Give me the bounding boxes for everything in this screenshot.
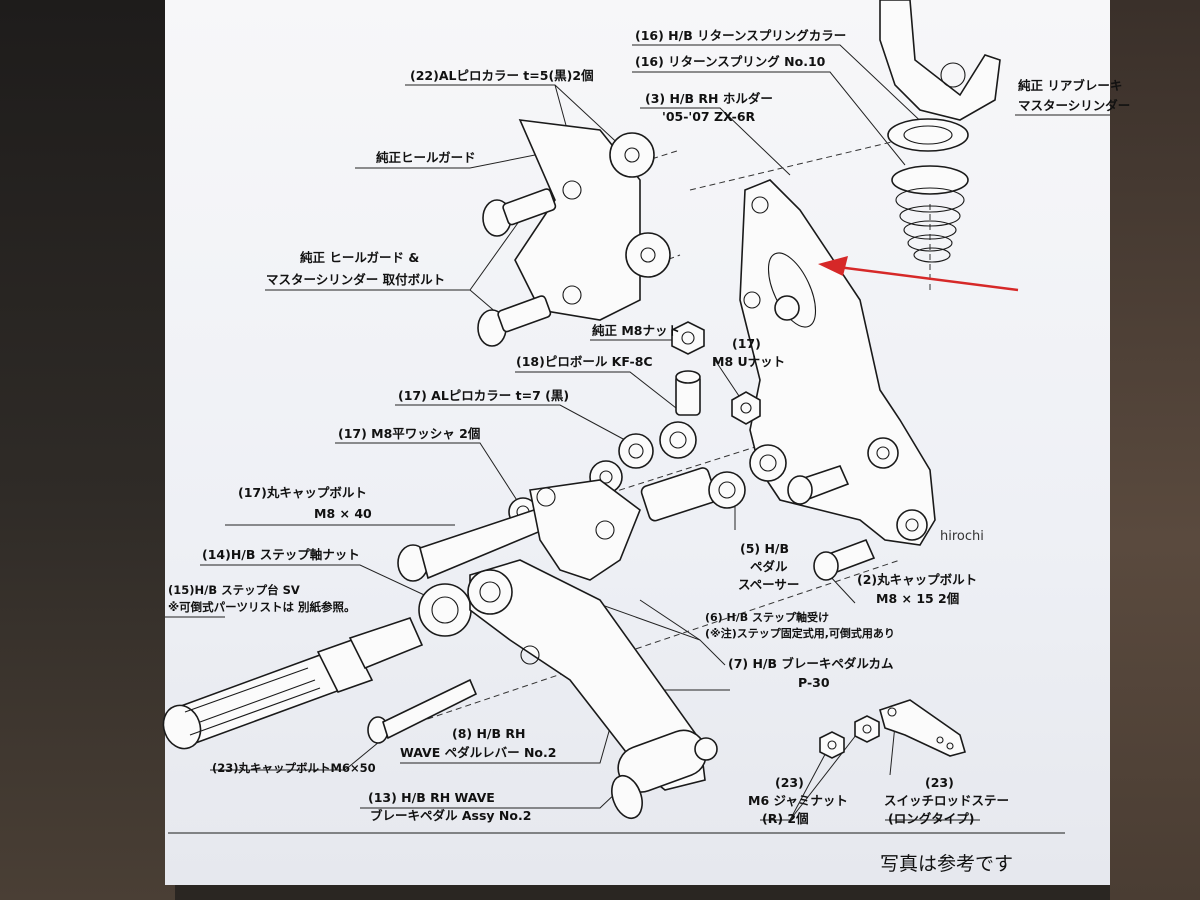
label-heel-guard-bolt-1: 純正 ヒールガード &	[300, 250, 419, 265]
label-3-holder: (3) H/B RH ホルダー	[645, 91, 773, 106]
label-23-nut-num: (23)	[775, 775, 804, 790]
label-14-shaft-nut: (14)H/B ステップ軸ナット	[202, 547, 360, 562]
label-17-al-collar: (17) ALピロカラー t=7 (黒)	[398, 388, 569, 403]
label-15-step-base: (15)H/B ステップ台 SV	[168, 583, 300, 597]
footpeg-part	[162, 617, 424, 750]
label-heel-guard: 純正ヒールガード	[376, 150, 476, 165]
label-7-cam: (7) H/B ブレーキペダルカム	[728, 656, 894, 671]
collar-lower-part	[625, 232, 671, 278]
label-22-collar: (22)ALピロカラー t=5(黒)2個	[410, 68, 594, 83]
pedal-lever-part	[469, 559, 706, 791]
label-5-spacer: スペーサー	[738, 577, 799, 592]
label-3-model: '05-'07 ZX-6R	[662, 109, 756, 124]
label-2-cap-bolt-size: M8 × 15 2個	[876, 591, 959, 606]
cap-bolt-m6x50-part	[367, 678, 478, 744]
background-left	[0, 0, 175, 900]
heel-guard-bolts	[477, 188, 557, 347]
label-7-p30: P-30	[798, 675, 830, 690]
label-m8-nut: 純正 M8ナット	[592, 323, 680, 338]
label-13-assy: ブレーキペダル Assy No.2	[370, 808, 531, 823]
label-6-note: (※注)ステップ固定式用,可倒式用あり	[705, 626, 895, 640]
label-23-jam-nut: M6 ジャミナット	[748, 793, 848, 808]
label-23-stay: スイッチロッドステー	[884, 793, 1009, 808]
label-17-unut: M8 Uナット	[712, 354, 785, 369]
label-5-pedal: ペダル	[750, 559, 788, 574]
label-5-head: (5) H/B	[740, 541, 789, 556]
pedal-spacer-part	[640, 465, 876, 581]
switch-rod-stay-part	[819, 699, 966, 759]
pedal-peg-part	[611, 729, 718, 820]
watermark: hirochi	[940, 529, 984, 544]
footer-note: 写真は参考です	[880, 853, 1013, 875]
label-23-jam-nut-qty: (R) 2個	[762, 811, 809, 826]
label-master-1: 純正 リアブレーキ	[1018, 78, 1122, 93]
label-16-spring: (16) リターンスプリング No.10	[635, 54, 826, 69]
background-right	[1110, 0, 1200, 900]
label-16-collar: (16) H/B リターンスプリングカラー	[635, 28, 846, 43]
label-15-note: ※可倒式パーツリストは 別紙参照。	[168, 600, 355, 614]
collar-upper-part	[609, 132, 655, 178]
label-23-stay-num: (23)	[925, 775, 954, 790]
label-8-lever: WAVE ペダルレバー No.2	[400, 745, 556, 760]
leader-lines	[165, 44, 1110, 821]
label-23-stay-type: (ロングタイプ)	[888, 811, 974, 826]
label-18-pillow-ball: (18)ピロボール KF-8C	[516, 354, 653, 369]
label-23-bolt: (23)丸キャップボルトM6×50	[212, 761, 376, 775]
label-heel-guard-bolt-2: マスターシリンダー 取付ボルト	[266, 272, 445, 287]
label-17-cap-bolt-size: M8 × 40	[314, 506, 372, 521]
label-17-washer: (17) M8平ワッシャ 2個	[338, 426, 480, 441]
label-17-cap-bolt: (17)丸キャップボルト	[238, 485, 367, 500]
label-2-cap-bolt: (2)丸キャップボルト	[857, 572, 977, 587]
brake-pedal-cam-part	[529, 479, 641, 581]
part-labels: (16) H/B リターンスプリングカラー (16) リターンスプリング No.…	[168, 28, 1130, 826]
label-8-rh: (8) H/B RH	[452, 726, 525, 741]
master-cylinder-part	[879, 0, 1001, 263]
label-master-2: マスターシリンダー	[1018, 98, 1130, 113]
red-arrow-icon	[818, 256, 1019, 292]
label-13-pedal: (13) H/B RH WAVE	[368, 790, 495, 805]
label-17-unut-num: (17)	[732, 336, 761, 351]
label-6-bearing: (6) H/B ステップ軸受け	[705, 610, 829, 624]
step-shaft-nut-part	[418, 583, 472, 637]
